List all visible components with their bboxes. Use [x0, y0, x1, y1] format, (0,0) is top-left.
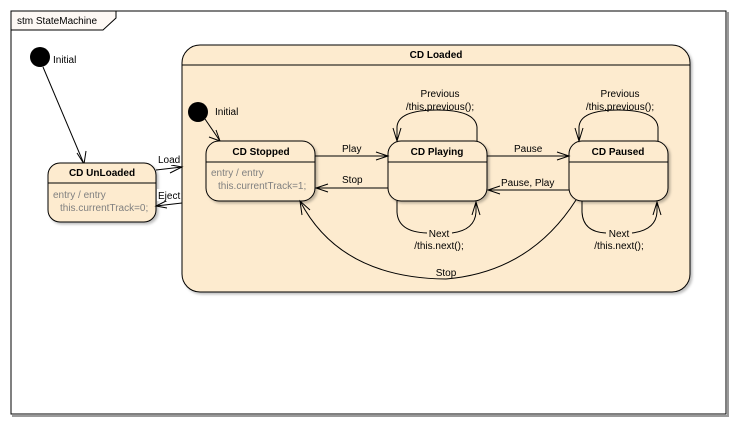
- transition-load-label: Load: [158, 155, 180, 166]
- transition-play[interactable]: Play: [315, 144, 390, 161]
- transition-pause-label: Pause: [514, 144, 543, 155]
- initial-node-outer[interactable]: Initial: [30, 47, 76, 67]
- state-cd-paused[interactable]: CD Paused: [568, 140, 669, 202]
- transition-eject-label: Eject: [158, 191, 180, 202]
- transition-load[interactable]: Load: [155, 153, 184, 174]
- transition-playing-next[interactable]: Next /this.next();: [396, 200, 481, 252]
- playing-previous-label-1: Previous: [421, 89, 460, 100]
- state-cd-playing[interactable]: CD Playing: [387, 140, 488, 202]
- state-cd-paused-title: CD Paused: [592, 147, 645, 158]
- state-cd-unloaded-title: CD UnLoaded: [69, 168, 135, 179]
- state-cd-stopped[interactable]: CD Stopped entry / entry this.currentTra…: [205, 140, 316, 202]
- frame-title: stm StateMachine: [17, 16, 97, 27]
- transition-paused-next[interactable]: Next /this.next();: [581, 200, 662, 252]
- transition-pause[interactable]: Pause: [487, 144, 571, 161]
- state-cd-stopped-title: CD Stopped: [232, 147, 289, 158]
- transition-paused-previous[interactable]: Previous /this.previous();: [574, 89, 659, 143]
- paused-next-label-2: /this.next();: [594, 241, 643, 252]
- state-cd-unloaded[interactable]: CD UnLoaded entry / entry this.currentTr…: [47, 162, 157, 223]
- transition-pause-play[interactable]: Pause, Play: [486, 178, 569, 195]
- transition-stop-playing-label: Stop: [342, 175, 363, 186]
- transition-stop-from-playing[interactable]: Stop: [314, 175, 388, 193]
- transition-stop-paused-label: Stop: [436, 268, 457, 279]
- state-cd-loaded-title: CD Loaded: [410, 50, 463, 61]
- paused-next-label-1: Next: [609, 229, 630, 240]
- playing-next-label-1: Next: [429, 229, 450, 240]
- paused-previous-label-1: Previous: [601, 89, 640, 100]
- playing-next-label-2: /this.next();: [414, 241, 463, 252]
- state-cd-playing-title: CD Playing: [411, 147, 464, 158]
- paused-previous-label-2: /this.previous();: [586, 102, 654, 113]
- initial-inner-label: Initial: [215, 107, 238, 118]
- stopped-entry-line2: this.currentTrack=1;: [218, 181, 306, 192]
- initial-node-inner[interactable]: Initial: [188, 102, 238, 122]
- initial-outer-label: Initial: [53, 55, 76, 66]
- unloaded-entry-line2: this.currentTrack=0;: [60, 203, 148, 214]
- transition-play-label: Play: [342, 144, 361, 155]
- unloaded-entry-line1: entry / entry: [53, 190, 106, 201]
- frame-title-tab: [10, 10, 117, 31]
- transition-playing-previous[interactable]: Previous /this.previous();: [392, 89, 478, 143]
- playing-previous-label-2: /this.previous();: [406, 102, 474, 113]
- stopped-entry-line1: entry / entry: [211, 168, 264, 179]
- transition-eject[interactable]: Eject: [154, 189, 183, 209]
- transition-pause-play-label: Pause, Play: [501, 178, 554, 189]
- transition-stop-from-paused[interactable]: Stop: [299, 199, 577, 280]
